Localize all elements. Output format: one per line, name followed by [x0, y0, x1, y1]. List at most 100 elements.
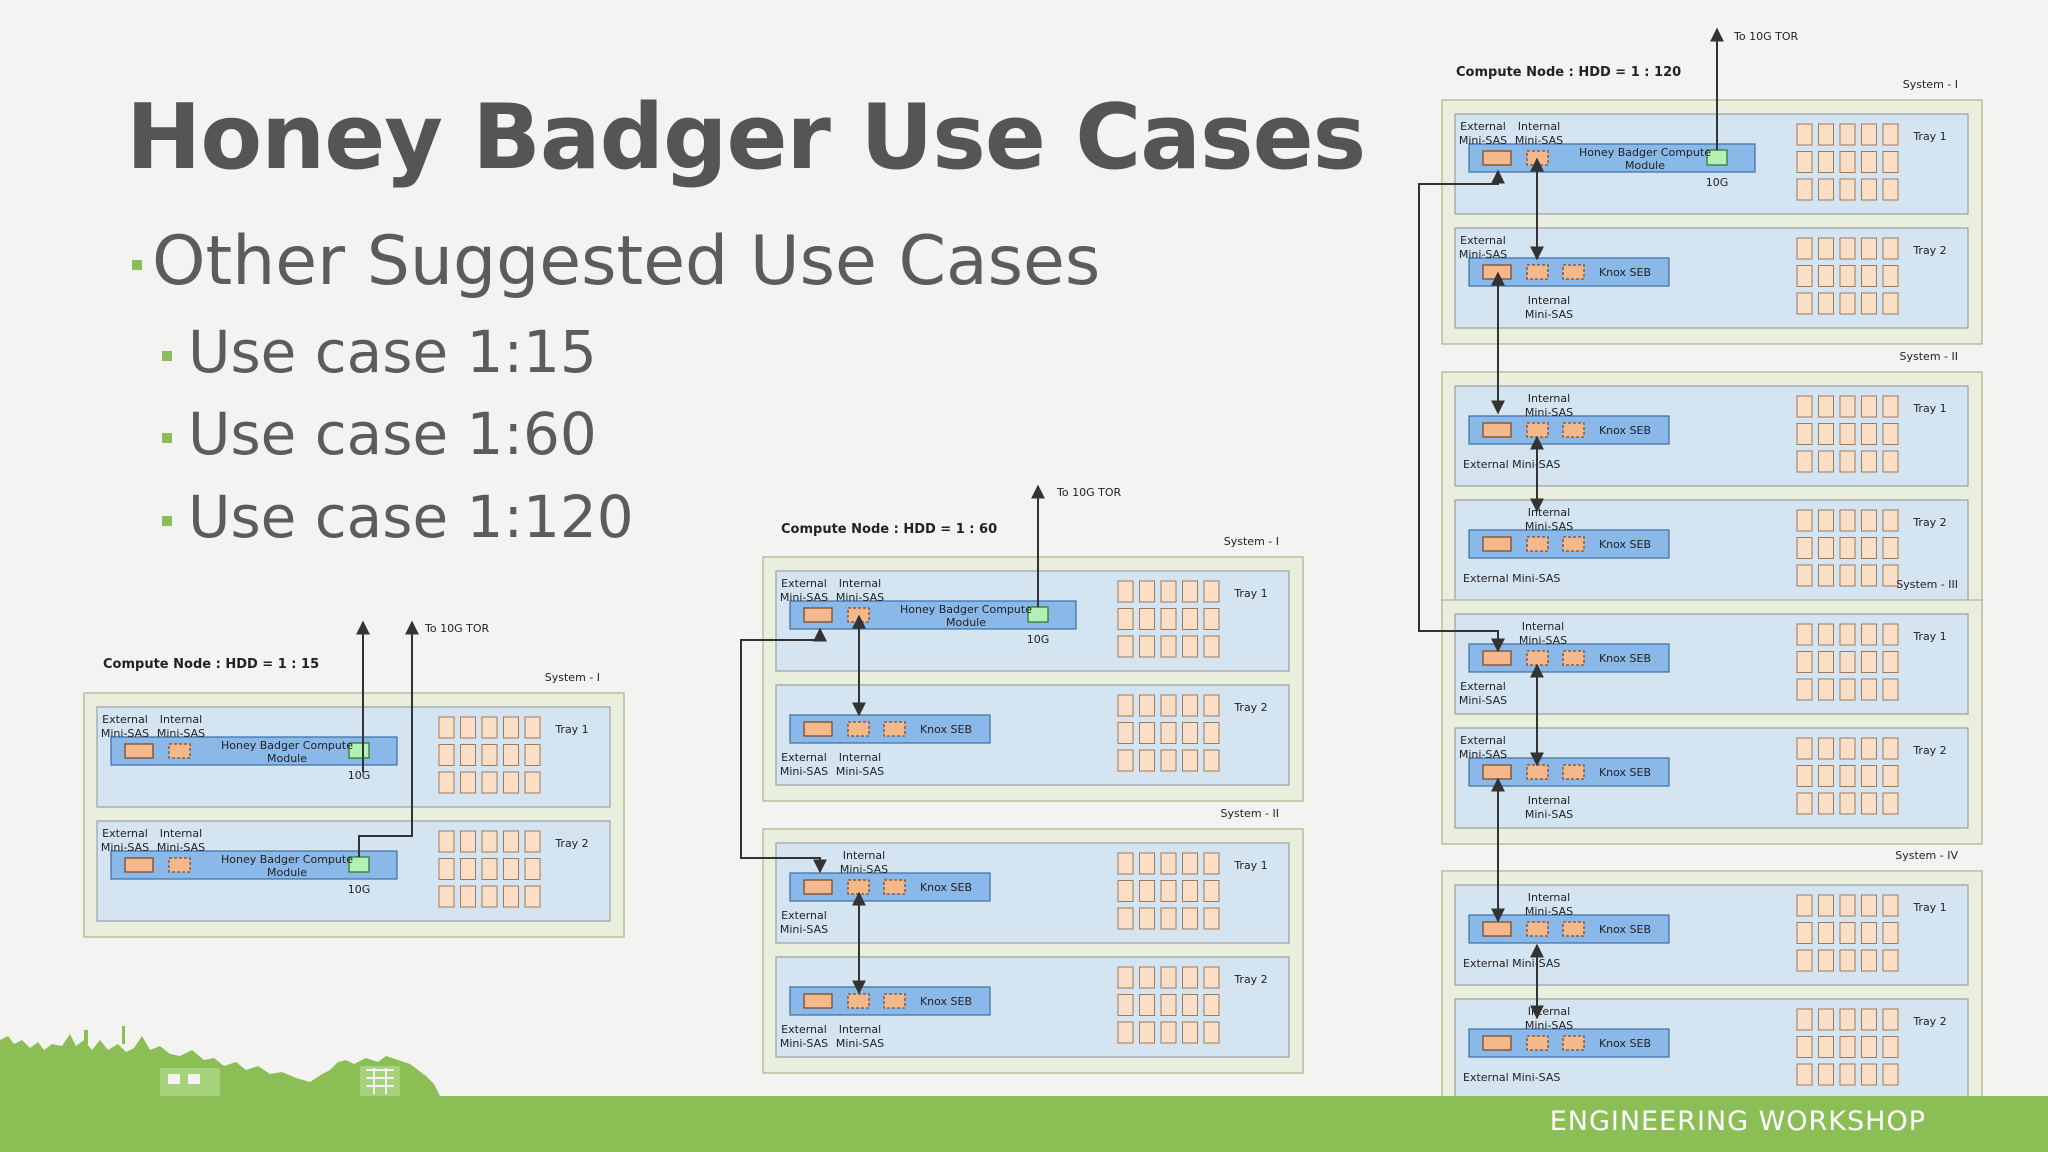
disk-slot [1796, 1063, 1813, 1086]
disk-slot [1818, 265, 1834, 287]
disk-slot [1796, 509, 1813, 532]
internal-minisas-label-line2: Mini-SAS [1525, 520, 1573, 533]
disk-slot [1203, 907, 1220, 930]
disk-slot [524, 744, 541, 766]
disk-slot [1796, 949, 1813, 972]
tray-label: Tray 1 [1912, 402, 1946, 415]
disk-slot [1818, 151, 1834, 173]
external-minisas-port [1482, 150, 1512, 166]
module-label: Honey Badger Compute [1579, 146, 1711, 159]
disk-slot [481, 716, 498, 739]
internal-minisas-port [883, 993, 906, 1009]
disk-slot [1160, 994, 1177, 1016]
module-label: Module [1625, 159, 1665, 172]
disk-slot [1839, 623, 1856, 646]
external-minisas-port [1482, 1035, 1512, 1051]
internal-minisas-label-line2: Mini-SAS [836, 765, 884, 778]
disk-slot [438, 885, 455, 908]
module-label: Honey Badger Compute [221, 739, 353, 752]
disk-slot [1839, 1063, 1856, 1086]
internal-minisas-label-line1: Internal [1528, 392, 1570, 405]
disk-slot [460, 830, 476, 853]
internal-minisas-port [1562, 536, 1585, 552]
external-minisas-label-line2: Mini-SAS [780, 923, 828, 936]
internal-minisas-label-line1: Internal [1528, 794, 1570, 807]
disk-slot [1882, 1008, 1899, 1031]
disk-slot [1182, 1021, 1198, 1044]
internal-minisas-port [168, 857, 191, 873]
disk-slot [1882, 651, 1899, 673]
disk-slot [1160, 852, 1177, 875]
disk-slot [1139, 749, 1155, 772]
disk-slot [1839, 509, 1856, 532]
disk-slot [1861, 737, 1877, 760]
disk-slot [1882, 537, 1899, 559]
disk-slot [1796, 678, 1813, 701]
internal-minisas-port [1526, 764, 1549, 780]
internal-minisas-label-line2: Mini-SAS [1525, 808, 1573, 821]
knox-seb-label: Knox SEB [1599, 266, 1651, 279]
10g-label: 10G [1027, 633, 1050, 646]
knox-seb-label: Knox SEB [920, 881, 972, 894]
tray-label: Tray 2 [1912, 744, 1946, 757]
disk-slot [1117, 880, 1134, 902]
disk-slot [1818, 537, 1834, 559]
disk-slot [1139, 608, 1155, 630]
external-minisas-label-line2: Mini-SAS [1459, 248, 1507, 261]
disk-slot [1839, 922, 1856, 944]
disk-slot [460, 771, 476, 794]
internal-minisas-label-line2: Mini-SAS [1525, 406, 1573, 419]
disk-slot [1882, 792, 1899, 815]
internal-minisas-port [1526, 422, 1549, 438]
external-minisas-label-line2: Mini-SAS [780, 765, 828, 778]
disk-slot [1861, 922, 1877, 944]
disk-slot [1861, 949, 1877, 972]
disk-slot [1861, 237, 1877, 260]
minisas-cable [1418, 169, 1505, 653]
bullet-main: Other Suggested Use Cases [132, 222, 1100, 301]
disk-slot [1818, 509, 1834, 532]
disk-slot [438, 744, 455, 766]
disk-slot [1796, 765, 1813, 787]
disk-slot [460, 858, 476, 880]
disk-slot [1160, 635, 1177, 658]
disk-slot [1117, 608, 1134, 630]
disk-slot [1796, 395, 1813, 418]
disk-slot [1139, 580, 1155, 603]
external-minisas-label-line1: External [781, 577, 827, 590]
diagram-heading: Compute Node : HDD = 1 : 15 [103, 657, 319, 672]
disk-slot [481, 885, 498, 908]
external-minisas-label: External Mini-SAS [1463, 957, 1560, 970]
disk-slot [1861, 792, 1877, 815]
disk-slot [524, 885, 541, 908]
disk-slot [1796, 265, 1813, 287]
module-label: Module [267, 866, 307, 879]
disk-slot [1839, 651, 1856, 673]
internal-minisas-label-line1: Internal [1518, 120, 1560, 133]
disk-slot [1203, 722, 1220, 744]
diagram-heading: Compute Node : HDD = 1 : 60 [781, 522, 997, 537]
disk-slot [1839, 123, 1856, 146]
disk-slot [1882, 178, 1899, 201]
disk-slot [1861, 537, 1877, 559]
disk-slot [1818, 237, 1834, 260]
disk-slot [1882, 564, 1899, 587]
disk-slot [1882, 450, 1899, 473]
disk-slot [1796, 450, 1813, 473]
disk-slot [1117, 722, 1134, 744]
disk-slot [1182, 722, 1198, 744]
10g-label: 10G [1706, 176, 1729, 189]
disk-slot [438, 771, 455, 794]
sub-bullet-text: Use case 1:15 [188, 318, 597, 386]
disk-slot [1839, 265, 1856, 287]
disk-slot [1203, 635, 1220, 658]
disk-slot [524, 830, 541, 853]
tray-label: Tray 2 [1912, 244, 1946, 257]
internal-minisas-label-line1: Internal [1528, 1005, 1570, 1018]
footer-label: ENGINEERING WORKSHOP [1549, 1106, 1926, 1137]
system-label: System - I [1903, 78, 1958, 91]
disk-slot [524, 858, 541, 880]
disk-slot [1796, 1036, 1813, 1058]
disk-slot [1818, 123, 1834, 146]
footer-bar: ENGINEERING WORKSHOP [0, 1096, 2048, 1152]
